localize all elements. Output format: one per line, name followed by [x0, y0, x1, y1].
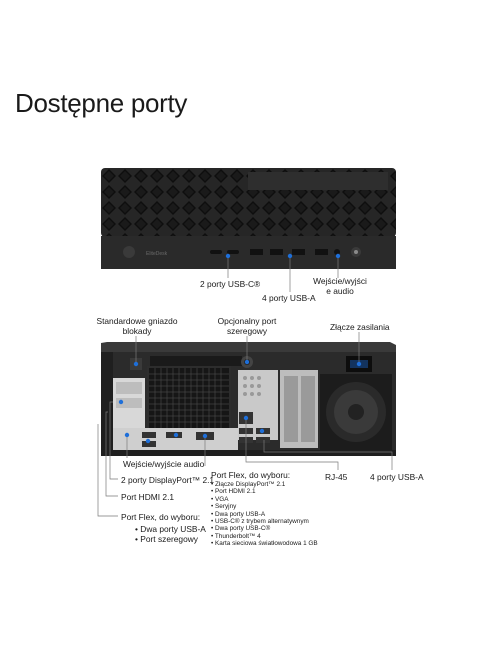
rear-callout-dots [118, 359, 362, 444]
rear-flex-right-list: Złącze DisplayPort™ 2.1 Port HDMI 2.1 VG… [211, 481, 318, 548]
front-callout-dots [225, 253, 341, 259]
hp-logo-icon [123, 246, 135, 258]
list-item: USB-C® z trybem alternatywnym [211, 518, 318, 525]
front-grille [101, 168, 396, 237]
list-item: Dwa porty USB-C® [211, 525, 318, 532]
rear-flex-right: Port Flex, do wyboru: Złącze DisplayPort… [211, 470, 318, 548]
page-title: Dostępne porty [15, 88, 188, 118]
list-item: Port HDMI 2.1 [211, 488, 318, 495]
front-audio-label-line2: e audio [326, 286, 354, 296]
rear-flex-left: Port Flex, do wyboru: Dwa porty USB-A Po… [121, 512, 206, 544]
list-item: Thunderbolt™ 4 [211, 533, 318, 540]
list-item: Port szeregowy [135, 534, 206, 544]
front-audio-label-line1: Wejście/wyjści [313, 276, 367, 286]
rear-serial-label-line2: szeregowy [226, 326, 268, 336]
front-usb-a-ports [250, 249, 328, 255]
rear-lock-label-line2: blokady [122, 326, 152, 336]
rear-leader-lines [97, 332, 393, 517]
rear-audio-label: Wejście/wyjście audio [123, 459, 205, 469]
rear-power-label: Złącze zasilania [330, 322, 390, 332]
list-item: Dwa porty USB-A [135, 524, 206, 534]
front-brand-text: EliteDesk [146, 251, 168, 257]
front-usb-a-label: 4 porty USB-A [262, 293, 316, 303]
list-item: Złącze DisplayPort™ 2.1 [211, 481, 318, 488]
rear-lock-label-line1: Standardowe gniazdo [96, 316, 178, 326]
rear-lock-label: Standardowe gniazdo blokady [92, 316, 182, 336]
front-audio-jack [334, 249, 340, 255]
list-item: Karta sieciowa światłowodowa 1 GB [211, 540, 318, 547]
rear-usb-a-label: 4 porty USB-A [370, 472, 424, 482]
rear-view-diagram [101, 342, 396, 456]
rear-flex-left-list: Dwa porty USB-A Port szeregowy [135, 524, 206, 544]
list-item: VGA [211, 496, 318, 503]
rear-displayport-label: 2 porty DisplayPort™ 2.1 [121, 475, 215, 485]
front-usb-c-label: 2 porty USB-C® [200, 279, 261, 289]
rear-serial-label-line1: Opcjonalny port [217, 316, 277, 326]
rear-flex-left-heading: Port Flex, do wyboru: [121, 512, 201, 522]
front-usb-c-ports [210, 250, 239, 254]
rear-rj45-label: RJ-45 [325, 472, 348, 482]
front-bezel [101, 236, 396, 269]
list-item: Dwa porty USB-A [211, 511, 318, 518]
list-item: Seryjny [211, 503, 318, 510]
rear-hdmi-label: Port HDMI 2.1 [121, 492, 175, 502]
rear-serial-label: Opcjonalny port szeregowy [210, 316, 284, 336]
rear-flex-right-heading: Port Flex, do wyboru: [211, 470, 291, 480]
front-audio-label: Wejście/wyjści e audio [312, 276, 368, 296]
front-leader-lines [227, 256, 339, 292]
